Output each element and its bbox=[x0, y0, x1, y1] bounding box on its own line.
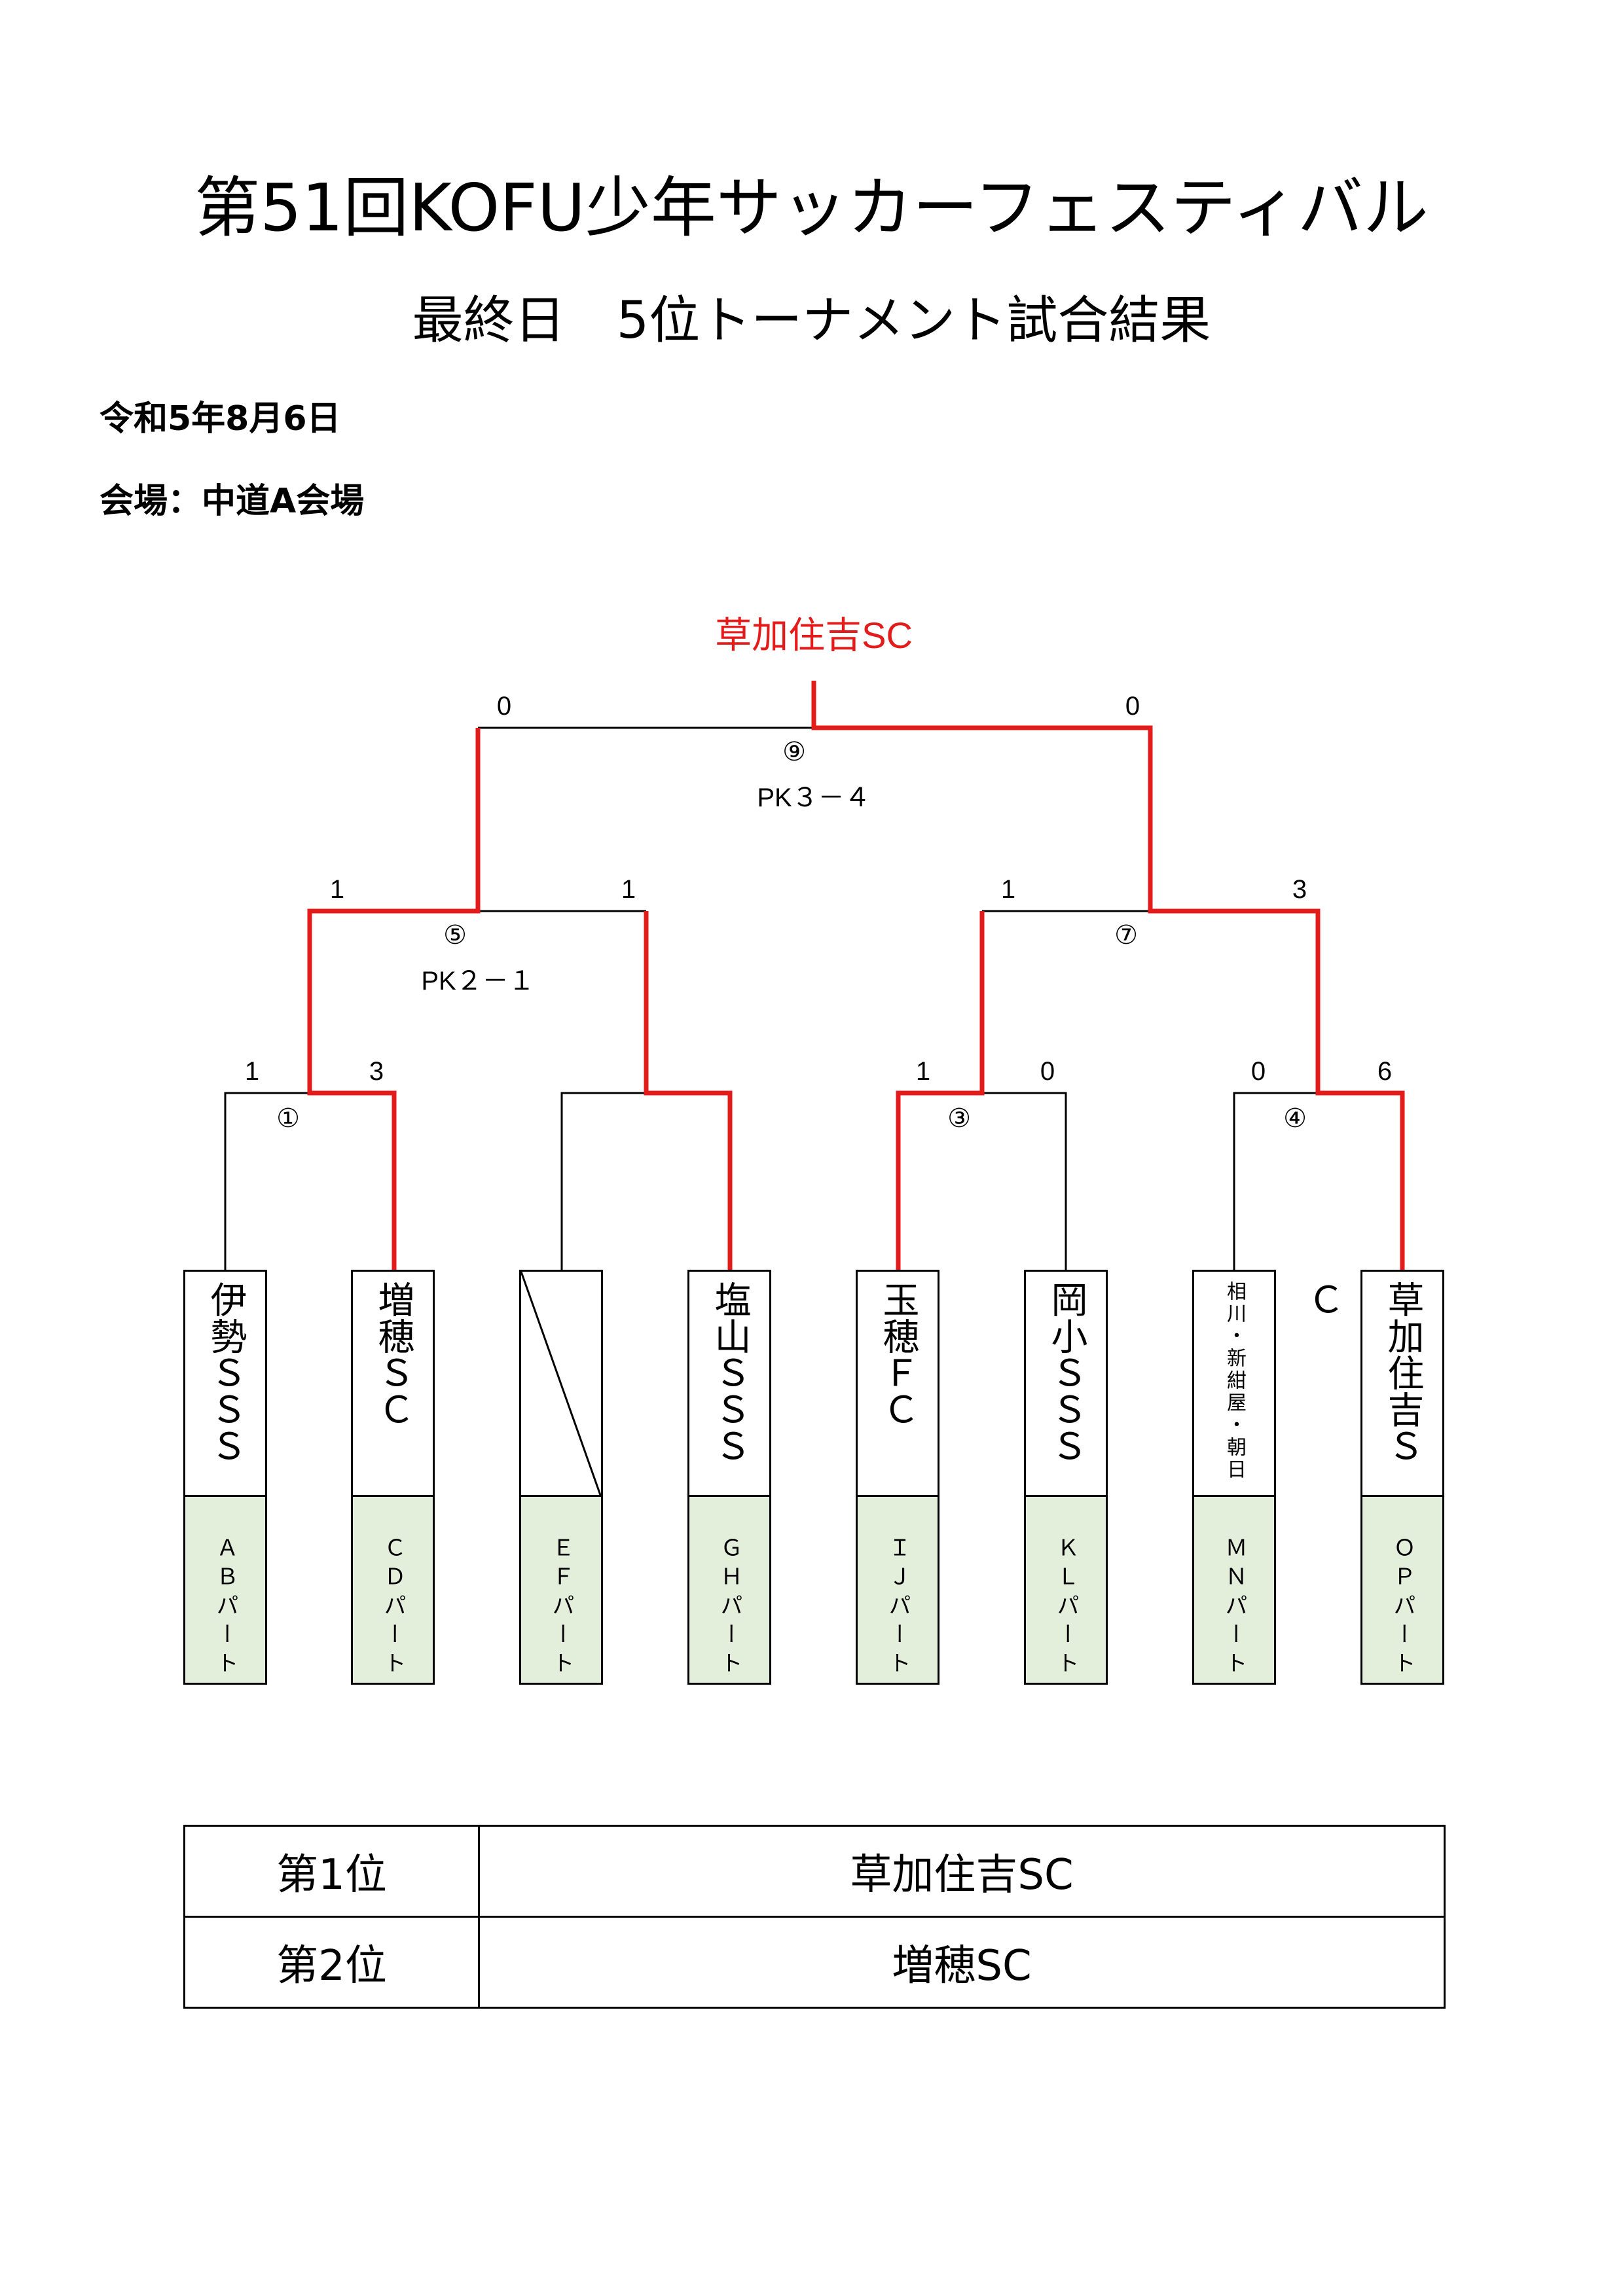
winner-path bbox=[896, 911, 985, 1270]
team-box: 伊勢ＳＳＳ bbox=[183, 1270, 267, 1495]
match-number: ③ bbox=[947, 1104, 971, 1133]
bracket-line bbox=[224, 1092, 394, 1270]
page-subtitle: 最終日 5位トーナメント試合結果 bbox=[412, 291, 1211, 350]
score-right: 1 bbox=[621, 875, 636, 904]
table-row: 第2位 増穂SC bbox=[183, 1916, 1446, 2009]
match-number: ⑦ bbox=[1114, 921, 1138, 950]
part-box: ＣＤパート bbox=[351, 1495, 435, 1685]
page-title: 第51回KOFU少年サッカーフェスティバル bbox=[194, 170, 1429, 246]
score-right: 3 bbox=[1292, 875, 1307, 904]
score-left: 1 bbox=[245, 1057, 259, 1086]
rank-cell: 第2位 bbox=[183, 1916, 480, 2009]
winner-path bbox=[307, 728, 481, 1270]
winner-path bbox=[644, 911, 733, 1270]
team-name: 草加住吉ＳＣ bbox=[1302, 1281, 1424, 1464]
match-number: ⑤ bbox=[443, 921, 467, 950]
score-left: 1 bbox=[330, 875, 344, 904]
part-name: ＯＰパート bbox=[1389, 1536, 1415, 1680]
team-box: 玉穂ＦＣ bbox=[856, 1270, 939, 1495]
bracket-line bbox=[560, 1092, 646, 1270]
team-box: 増穂ＳＣ bbox=[351, 1270, 435, 1495]
part-box: ＩＪパート bbox=[856, 1495, 939, 1685]
empty-slot-diagonal bbox=[521, 1272, 601, 1497]
team-box: 草加住吉ＳＣ bbox=[1302, 1270, 1444, 1495]
team-box: 相川・新紺屋・朝日 bbox=[1192, 1270, 1276, 1495]
table-row: 第1位 草加住吉SC bbox=[183, 1825, 1446, 1918]
match-number: ④ bbox=[1283, 1104, 1307, 1133]
part-name: ＡＢパート bbox=[212, 1536, 238, 1680]
part-box: ＭＮパート bbox=[1192, 1495, 1276, 1685]
team-cell: 増穂SC bbox=[478, 1916, 1446, 2009]
team-name: 伊勢ＳＳＳ bbox=[204, 1281, 247, 1464]
team-name: 塩山ＳＳＳ bbox=[708, 1281, 751, 1464]
score-right: 0 bbox=[1040, 1057, 1055, 1086]
team-name: 玉穂ＦＣ bbox=[877, 1281, 919, 1427]
score-right: 6 bbox=[1377, 1057, 1392, 1086]
part-name: ＥＦパート bbox=[548, 1536, 574, 1680]
team-cell: 草加住吉SC bbox=[478, 1825, 1446, 1918]
score-right: 3 bbox=[369, 1057, 384, 1086]
part-box: ＡＢパート bbox=[183, 1495, 267, 1685]
champion-label: 草加住吉SC bbox=[715, 615, 913, 656]
score-left: 1 bbox=[916, 1057, 930, 1086]
part-box: ＯＰパート bbox=[1360, 1495, 1444, 1685]
score-right: 0 bbox=[1125, 692, 1140, 721]
score-left: 1 bbox=[1001, 875, 1015, 904]
empty-slot bbox=[519, 1270, 603, 1497]
team-box: 岡小ＳＳＳ bbox=[1024, 1270, 1108, 1495]
team-name: 相川・新紺屋・朝日 bbox=[1223, 1281, 1246, 1481]
winner-path bbox=[811, 681, 1405, 1270]
match-number: ① bbox=[276, 1104, 300, 1133]
team-name: 岡小ＳＳＳ bbox=[1045, 1281, 1087, 1464]
venue: 会場：中道A会場 bbox=[100, 482, 365, 521]
pk-result: PK３－４ bbox=[757, 783, 870, 812]
part-box: ＥＦパート bbox=[519, 1495, 603, 1685]
part-name: ＩＪパート bbox=[884, 1536, 911, 1680]
pk-result: PK２－１ bbox=[421, 967, 534, 996]
match-number: ⑨ bbox=[782, 738, 806, 766]
part-name: ＭＮパート bbox=[1221, 1536, 1247, 1680]
bracket-line bbox=[1233, 1092, 1318, 1270]
part-box: ＧＨパート bbox=[687, 1495, 771, 1685]
bracket-line bbox=[982, 1092, 1067, 1270]
score-left: 0 bbox=[497, 692, 511, 721]
rank-cell: 第1位 bbox=[183, 1825, 480, 1918]
score-left: 0 bbox=[1251, 1057, 1266, 1086]
part-name: ＣＤパート bbox=[380, 1536, 406, 1680]
team-name: 増穂ＳＣ bbox=[372, 1281, 414, 1427]
part-name: ＧＨパート bbox=[716, 1536, 742, 1680]
part-name: ＫＬパート bbox=[1053, 1536, 1079, 1680]
match-date: 令和5年8月6日 bbox=[100, 399, 341, 439]
team-box: 塩山ＳＳＳ bbox=[687, 1270, 771, 1495]
part-box: ＫＬパート bbox=[1024, 1495, 1108, 1685]
results-table: 第1位 草加住吉SC 第2位 増穂SC bbox=[183, 1825, 1446, 2009]
